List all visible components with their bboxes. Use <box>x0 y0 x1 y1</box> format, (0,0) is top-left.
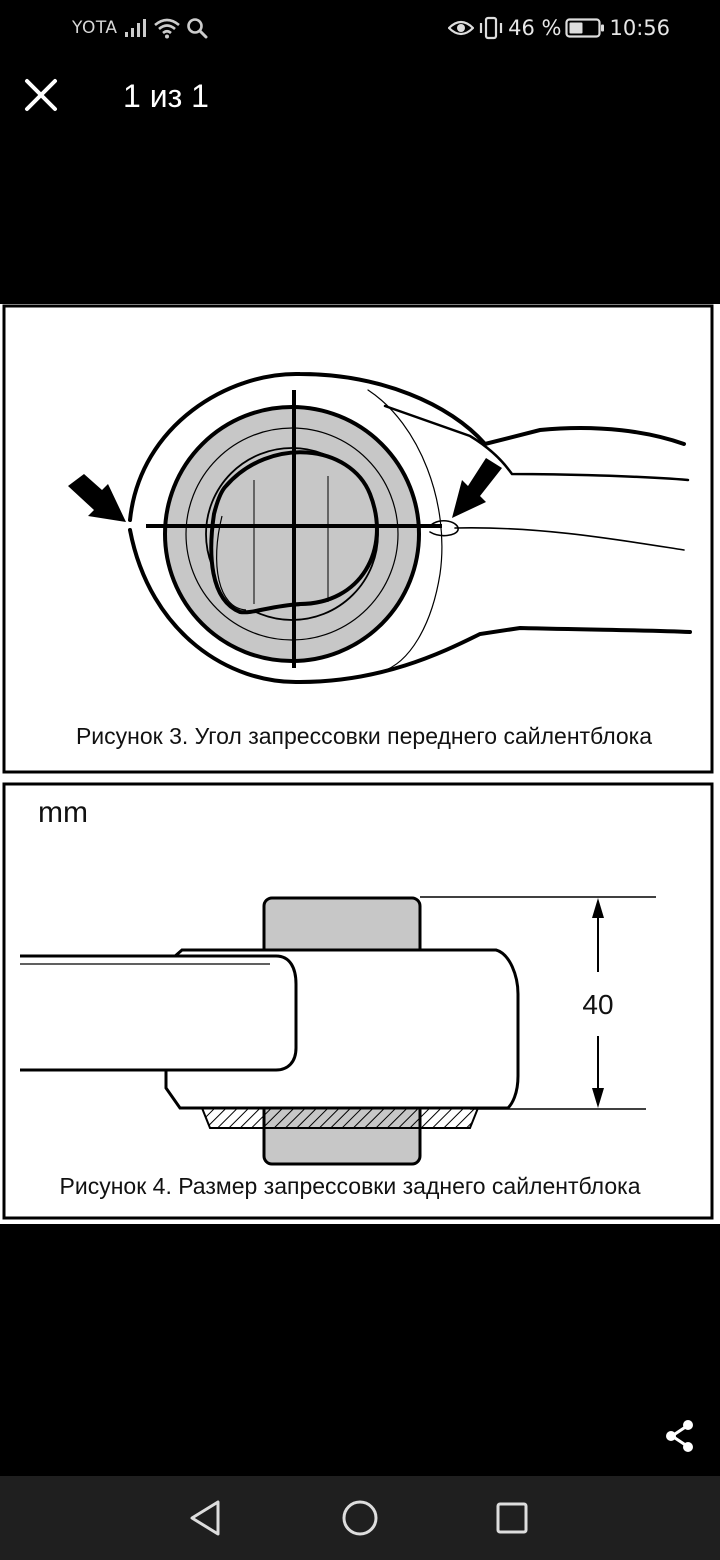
home-circle-icon <box>342 1500 378 1536</box>
home-button[interactable] <box>336 1494 384 1542</box>
eye-icon <box>448 18 475 38</box>
left-arrow-icon <box>68 474 126 522</box>
viewer-header: 1 из 1 <box>0 60 720 132</box>
status-right: 46 % 10:56 <box>448 14 670 42</box>
signal-icon <box>124 18 148 38</box>
dimension-lines <box>420 896 656 1110</box>
right-arrow-icon <box>452 458 502 518</box>
hatched-ring <box>200 1107 480 1129</box>
crosshair <box>146 390 442 668</box>
page-counter: 1 из 1 <box>123 78 209 114</box>
arm-bar <box>20 954 298 1072</box>
search-icon <box>186 17 208 39</box>
carrier-name: YOTA <box>72 18 118 38</box>
figure-4-caption: Рисунок 4. Размер запрессовки заднего са… <box>60 1173 641 1199</box>
wifi-icon <box>153 17 180 39</box>
recents-button[interactable] <box>488 1494 536 1542</box>
navigation-bar <box>0 1476 720 1560</box>
close-icon <box>25 79 57 111</box>
dimension-value: 40 <box>582 989 613 1020</box>
recents-square-icon <box>496 1502 528 1534</box>
back-button[interactable] <box>182 1494 230 1542</box>
unit-label: mm <box>38 796 88 829</box>
arm-outline <box>128 371 692 685</box>
clock-time: 10:56 <box>609 16 670 40</box>
back-triangle-icon <box>190 1500 220 1536</box>
battery-percent: 46 % <box>508 16 562 40</box>
figure-4-panel: mm 40 Рисунок 4. Размер запрессовки задн… <box>2 782 714 1220</box>
share-icon <box>666 1420 693 1452</box>
figure-3-caption: Рисунок 3. Угол запрессовки переднего са… <box>76 723 652 749</box>
figure-3-panel: Рисунок 3. Угол запрессовки переднего са… <box>2 304 714 774</box>
status-bar: YOTA <box>0 0 720 56</box>
battery-icon <box>565 17 605 39</box>
image-viewer[interactable]: Рисунок 3. Угол запрессовки переднего са… <box>0 304 720 1224</box>
figure-image: Рисунок 3. Угол запрессовки переднего са… <box>2 304 714 1220</box>
share-button[interactable] <box>658 1414 702 1458</box>
close-button[interactable] <box>16 70 66 120</box>
status-left: YOTA <box>72 16 208 40</box>
vibrate-icon <box>478 16 504 40</box>
